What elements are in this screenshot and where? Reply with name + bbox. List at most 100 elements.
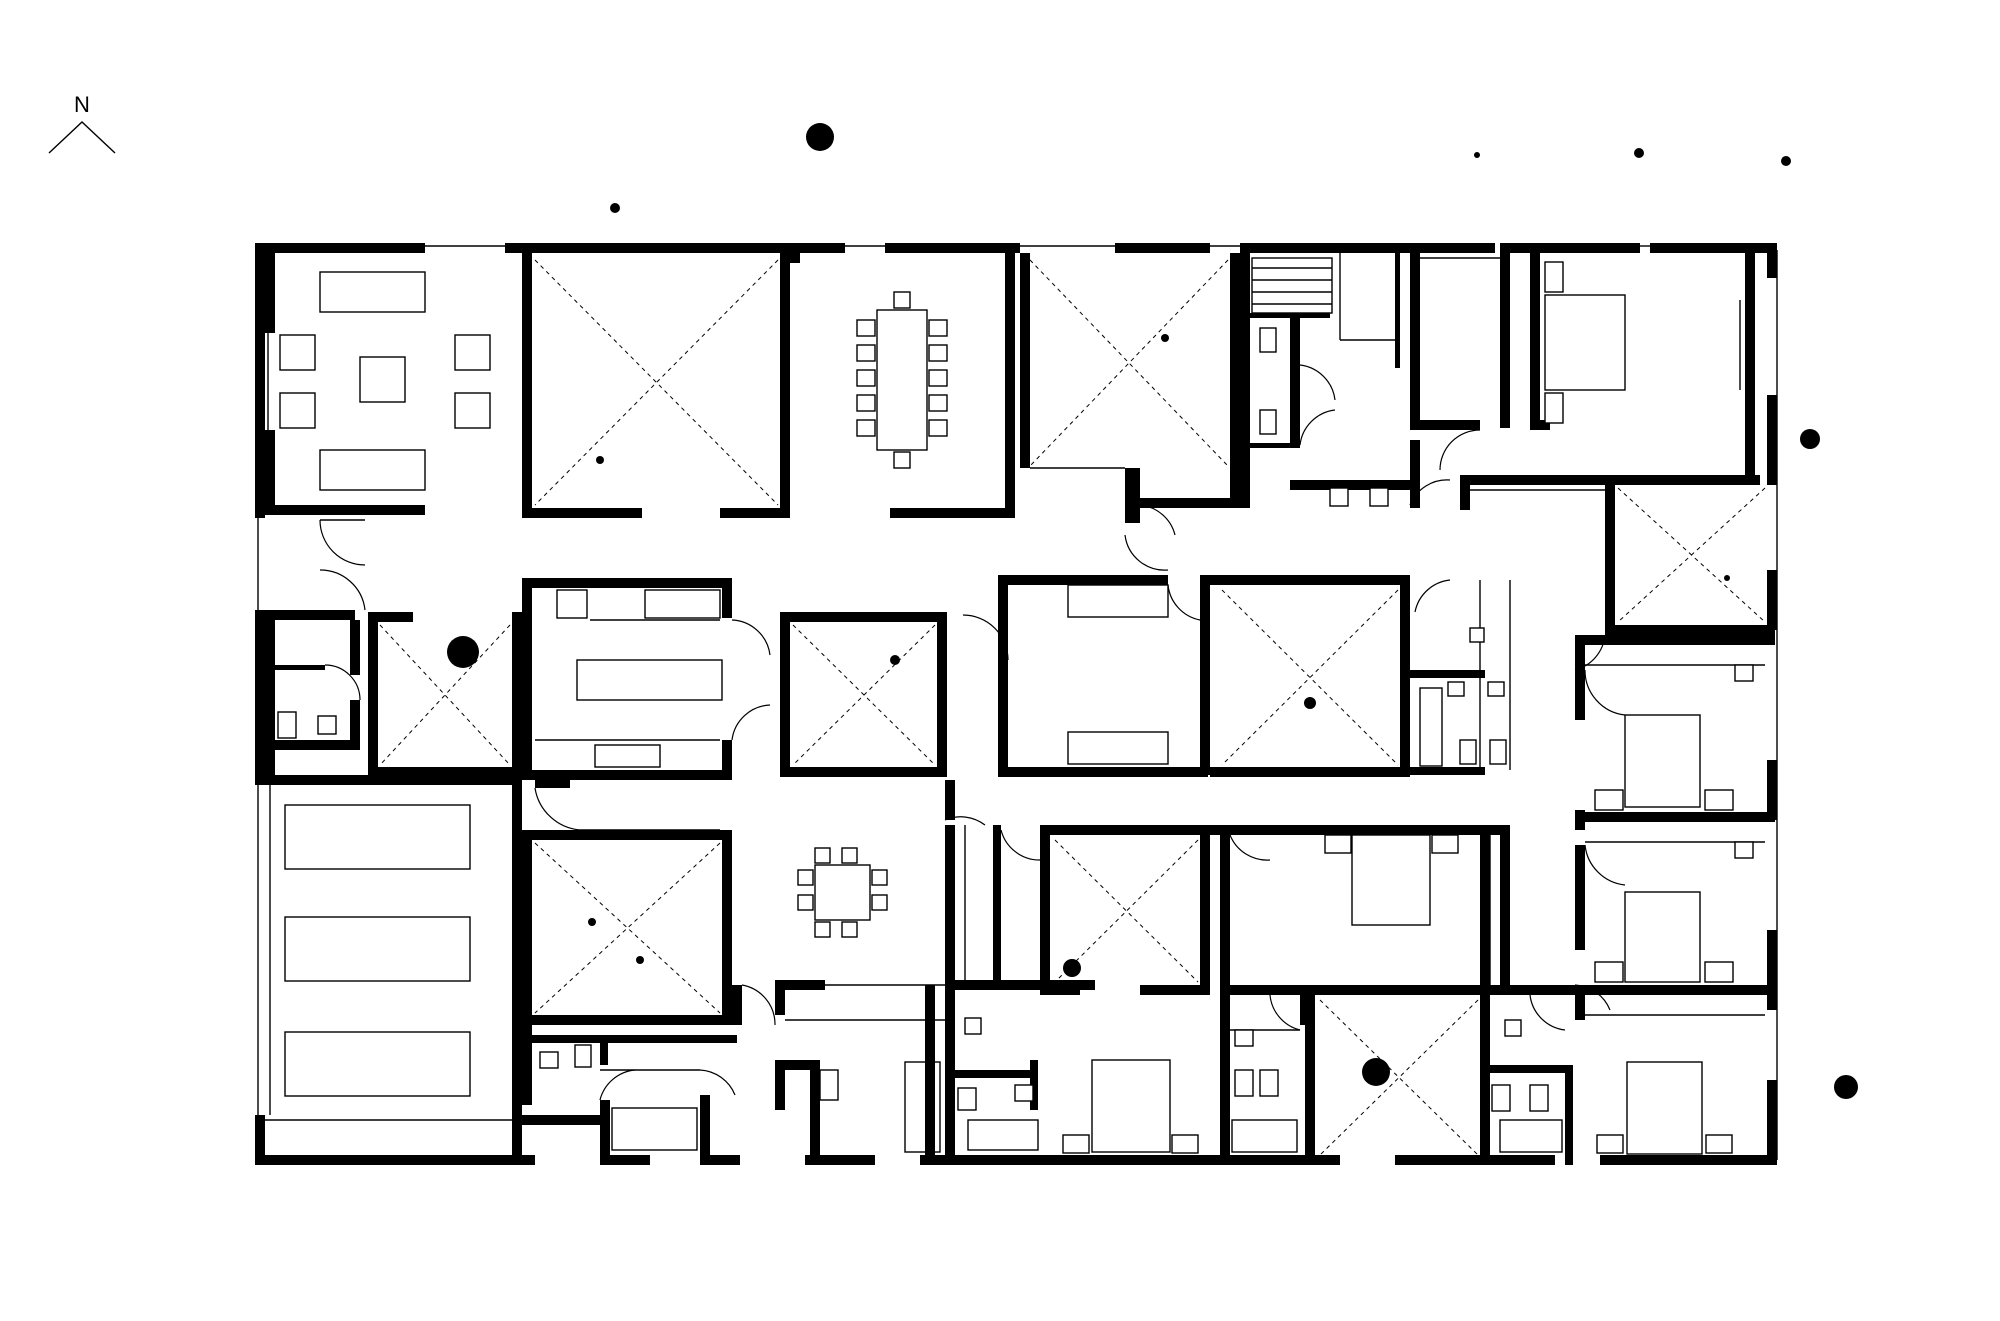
sofa-icon: [319, 449, 426, 491]
armchair: [454, 334, 491, 371]
north-arrow-icon: [48, 121, 116, 154]
sink-icon: [1234, 1029, 1254, 1047]
nightstand: [1594, 961, 1624, 983]
tree-dot-icon: [1781, 156, 1791, 166]
bedroom: [1575, 635, 1775, 830]
tree-dot-icon: [1474, 152, 1480, 158]
courtyard: [1020, 253, 1240, 523]
nightstand: [1705, 1134, 1733, 1154]
nightstand: [1704, 789, 1734, 811]
sink-icon: [964, 1017, 982, 1035]
bathtub: [967, 1119, 1039, 1151]
wc-icon: [1259, 1069, 1279, 1097]
bathtub: [611, 1107, 698, 1151]
sink-icon: [1734, 664, 1754, 682]
nightstand: [1324, 834, 1352, 854]
dining-room: [790, 253, 1015, 518]
courtyard: [522, 830, 732, 1025]
tree-dot-icon: [610, 203, 620, 213]
tree-dot-icon: [1800, 429, 1820, 449]
nightstand: [1596, 1134, 1624, 1154]
courtyard: [1605, 478, 1775, 635]
guest-wc: [255, 610, 361, 775]
courtyard: [368, 612, 522, 777]
nightstand: [1431, 834, 1459, 854]
bed-icon: [1091, 1059, 1171, 1153]
sink-icon: [1447, 681, 1465, 697]
courtyard: [1210, 575, 1410, 777]
north-label: N: [74, 92, 90, 117]
courtyard: [780, 612, 947, 777]
armchair: [454, 392, 491, 429]
bed-icon: [1626, 1061, 1703, 1155]
bathtub: [1419, 687, 1443, 767]
car-icon: [284, 804, 471, 870]
wc-icon: [574, 1044, 592, 1068]
bathroom: [1220, 985, 1315, 1165]
sink-icon: [1734, 841, 1754, 859]
wc-icon: [1529, 1084, 1549, 1112]
bathtub: [1231, 1119, 1298, 1153]
car-icon: [284, 1031, 471, 1097]
bed-icon: [1624, 714, 1701, 808]
wc-icon: [819, 1069, 839, 1101]
bathroom: [522, 1025, 737, 1165]
family-room: [962, 534, 1210, 777]
nightstand: [1704, 961, 1734, 983]
sink-icon: [1369, 487, 1389, 507]
hall: [534, 780, 986, 938]
wc-icon: [1234, 1069, 1254, 1097]
bedroom: [1575, 841, 1775, 995]
wc-icon: [1489, 739, 1507, 765]
kitchen-island: [576, 659, 723, 701]
sofa-icon: [319, 271, 426, 313]
kitchen: [522, 578, 771, 780]
tree-dot-icon: [1634, 148, 1644, 158]
gallery-doors: [1139, 479, 1606, 671]
sink-icon: [1014, 1084, 1034, 1102]
sink-icon: [1487, 681, 1505, 697]
entry: [319, 519, 366, 611]
nightstand: [1594, 789, 1624, 811]
sofa-icon: [1067, 731, 1169, 765]
sink-icon: [594, 744, 661, 768]
utility: [732, 980, 945, 1165]
bed-icon: [1624, 891, 1701, 983]
armchair: [279, 334, 316, 371]
nightstand: [1171, 1134, 1199, 1154]
sink-icon: [317, 715, 337, 735]
sink-icon: [1329, 487, 1349, 507]
dining-table-icon: [797, 847, 888, 938]
dining-table-icon: [856, 291, 948, 469]
wc-icon: [277, 711, 297, 739]
car-icon: [284, 916, 471, 982]
stove-icon: [556, 589, 588, 619]
sink-icon: [1504, 1019, 1522, 1037]
courtyard: [522, 253, 790, 518]
service-core: [1240, 253, 1420, 508]
bedroom: [1490, 984, 1775, 1165]
nightstand: [1544, 392, 1564, 424]
nightstand: [1062, 1134, 1090, 1154]
sink-icon: [1469, 627, 1485, 643]
wc-icon: [1259, 409, 1277, 435]
sofa-icon: [1067, 584, 1169, 618]
stair-icon: [1251, 257, 1333, 314]
wc-icon: [1259, 327, 1277, 353]
sink-icon: [539, 1051, 559, 1069]
kitchen-counter: [644, 589, 721, 619]
coffee-table: [359, 356, 406, 403]
living-room: [255, 253, 491, 515]
bed-icon: [1544, 294, 1626, 391]
wc-icon: [1459, 739, 1477, 765]
armchair: [279, 392, 316, 429]
wc-icon: [1491, 1084, 1511, 1112]
outer-walls: [255, 243, 1778, 1165]
bathtub: [1499, 1119, 1563, 1153]
bathroom: [1410, 579, 1511, 775]
north-arrow: N: [48, 92, 116, 154]
courtyard: [1310, 985, 1490, 1165]
master-bedroom: [1410, 253, 1760, 510]
courtyard: [1040, 825, 1210, 995]
